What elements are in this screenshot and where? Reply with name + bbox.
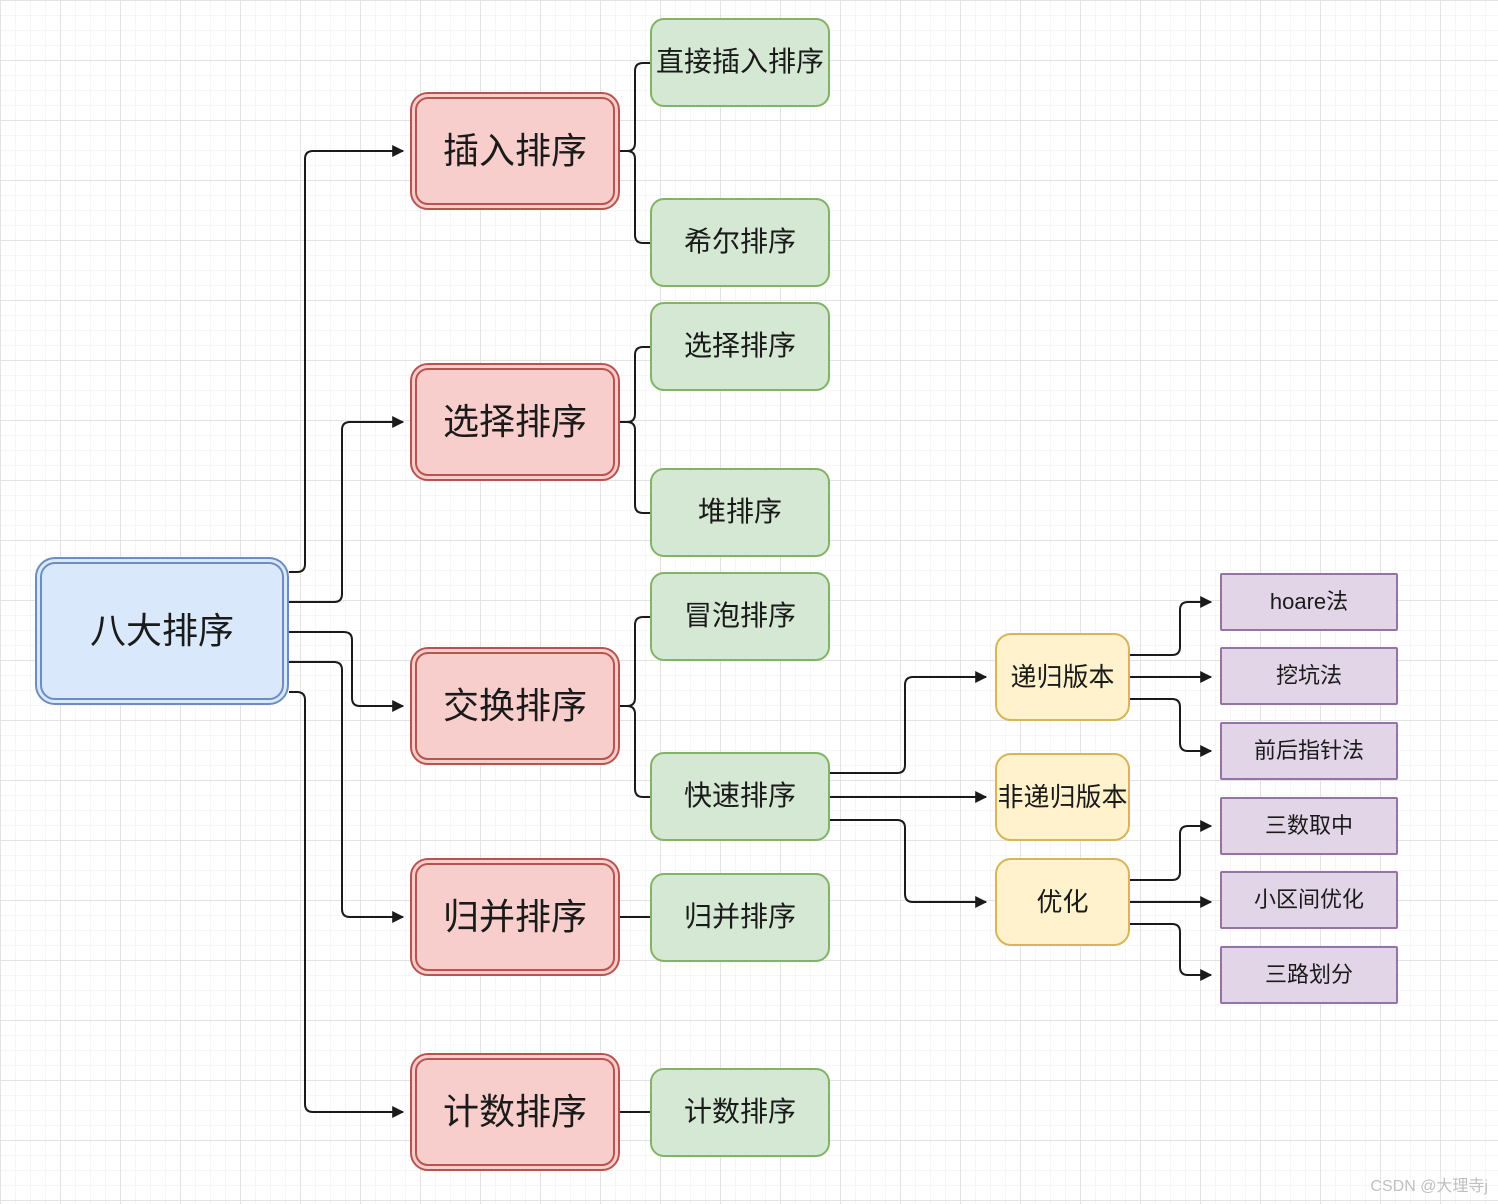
node-method-selection-sort: 选择排序 [650,302,830,391]
node-label: 归并排序 [442,896,587,938]
csdn-watermark: CSDN @大理寺j [1370,1178,1488,1195]
node-root-eight-sorts: 八大排序 [35,557,289,705]
node-method-bubble-sort: 冒泡排序 [650,572,830,661]
node-label: 三数取中 [1264,812,1353,838]
node-label: 小区间优化 [1253,886,1364,912]
node-label: 前后指针法 [1253,737,1364,763]
node-label: 八大排序 [89,610,234,652]
node-category-insertion-sort: 插入排序 [410,92,620,210]
node-technique-median-of-three: 三数取中 [1220,797,1398,855]
node-label: 递归版本 [1010,661,1115,692]
node-label: 冒泡排序 [683,600,796,632]
node-label: 直接插入排序 [655,46,824,78]
node-category-exchange-sort: 交换排序 [410,647,620,765]
node-category-counting-sort: 计数排序 [410,1053,620,1171]
node-label: 挖坑法 [1275,662,1342,688]
node-method-shell-sort: 希尔排序 [650,198,830,287]
node-variant-recursive-version: 递归版本 [995,633,1130,721]
node-label: 交换排序 [442,685,587,727]
node-label: 非递归版本 [997,781,1128,812]
node-label: 快速排序 [683,780,796,812]
node-label: 优化 [1036,886,1089,917]
node-method-merge-sort: 归并排序 [650,873,830,962]
node-method-heap-sort: 堆排序 [650,468,830,557]
node-method-counting-sort: 计数排序 [650,1068,830,1157]
node-label: hoare法 [1269,588,1349,614]
node-method-direct-insertion-sort: 直接插入排序 [650,18,830,107]
node-label: 归并排序 [683,901,796,933]
node-label: 插入排序 [442,130,587,172]
node-variant-optimization: 优化 [995,858,1130,946]
node-technique-front-back-pointer-method: 前后指针法 [1220,722,1398,780]
node-category-selection-sort: 选择排序 [410,363,620,481]
node-technique-hoare-method: hoare法 [1220,573,1398,631]
node-label: 三路划分 [1264,961,1353,987]
node-technique-pit-digging-method: 挖坑法 [1220,647,1398,705]
node-method-quick-sort: 快速排序 [650,752,830,841]
node-label: 堆排序 [697,496,782,528]
node-technique-small-interval-optimize: 小区间优化 [1220,871,1398,929]
node-category-merge-sort: 归并排序 [410,858,620,976]
node-label: 选择排序 [683,330,796,362]
node-technique-three-way-partition: 三路划分 [1220,946,1398,1004]
node-variant-non-recursive-version: 非递归版本 [995,753,1130,841]
node-label: 选择排序 [442,401,587,443]
node-label: 计数排序 [442,1091,587,1133]
node-label: 希尔排序 [683,226,796,258]
node-label: 计数排序 [683,1096,796,1128]
